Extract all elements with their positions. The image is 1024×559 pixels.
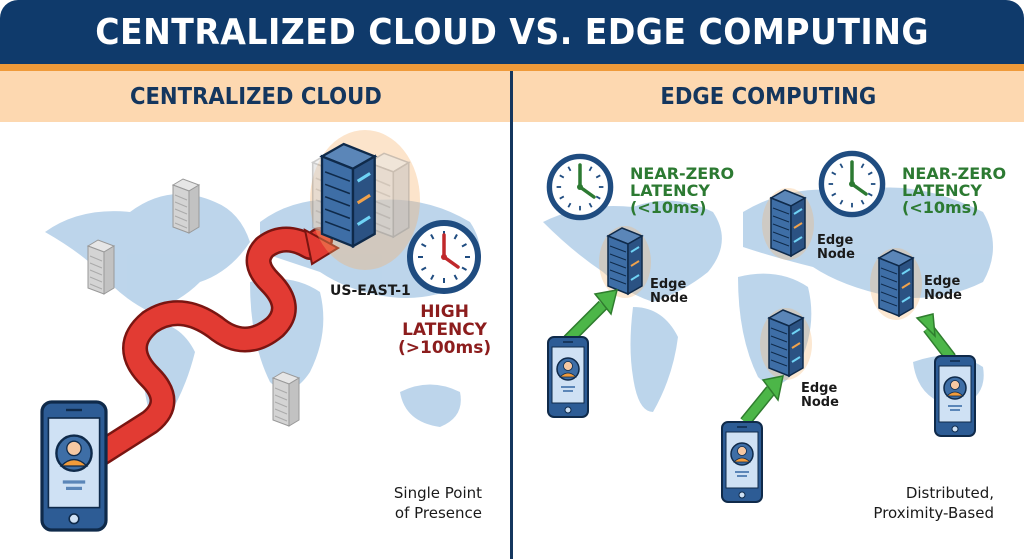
distributed-caption: Distributed, Proximity-Based	[873, 484, 994, 522]
high-latency-clock-icon	[410, 223, 478, 291]
user-phone-icon	[934, 355, 976, 437]
proximity-arrow-icon	[563, 289, 619, 345]
inactive-server-icon	[172, 178, 200, 234]
edge-node-server-icon	[599, 226, 651, 298]
high-latency-label: HIGH LATENCY (>100ms)	[398, 302, 492, 358]
centralized-cloud-heading: CENTRALIZED CLOUD	[130, 83, 382, 110]
world-map-illustration	[543, 122, 993, 503]
proximity-arrow-icon	[740, 375, 784, 426]
edge-node-server-icon	[762, 188, 814, 260]
edge-computing-panel: NEAR-ZERO LATENCY (<10ms) NEAR-ZERO LATE…	[513, 122, 1023, 559]
proximity-arrow-icon	[915, 313, 956, 362]
world-map-illustration	[40, 130, 510, 532]
centralized-cloud-panel: US-EAST-1 HIGH LATENCY (>100ms) Single P…	[0, 122, 510, 559]
route-arrowhead-icon	[303, 228, 340, 266]
latency-clock-icon	[549, 156, 610, 217]
accent-divider	[0, 64, 1024, 71]
edge-node-label: Edge Node	[801, 381, 839, 410]
page-title: CENTRALIZED CLOUD VS. EDGE COMPUTING	[95, 11, 929, 53]
title-banner: CENTRALIZED CLOUD VS. EDGE COMPUTING	[0, 0, 1024, 64]
edge-node-label: Edge Node	[924, 274, 962, 303]
edge-node-server-icon	[760, 308, 812, 380]
us-east-1-label: US-EAST-1	[330, 283, 411, 299]
edge-node-label: Edge Node	[817, 233, 855, 262]
edge-computing-heading: EDGE COMPUTING	[660, 83, 876, 110]
latency-clock-icon	[821, 153, 882, 214]
inactive-server-icon	[87, 239, 115, 295]
user-phone-icon	[721, 421, 763, 503]
near-zero-latency-label: NEAR-ZERO LATENCY (<10ms)	[902, 164, 1007, 217]
us-east-1-server-icon	[311, 142, 410, 248]
edge-computing-header: EDGE COMPUTING	[512, 71, 1024, 122]
centralized-cloud-header: CENTRALIZED CLOUD	[0, 71, 512, 122]
single-point-caption: Single Point of Presence	[393, 484, 482, 522]
user-phone-icon	[40, 400, 108, 532]
panel-divider	[510, 71, 513, 559]
edge-node-label: Edge Node	[650, 277, 688, 306]
user-phone-icon	[547, 336, 589, 418]
inactive-server-icon	[272, 371, 300, 427]
edge-node-server-icon	[870, 248, 922, 320]
near-zero-latency-label: NEAR-ZERO LATENCY (<10ms)	[630, 164, 735, 217]
